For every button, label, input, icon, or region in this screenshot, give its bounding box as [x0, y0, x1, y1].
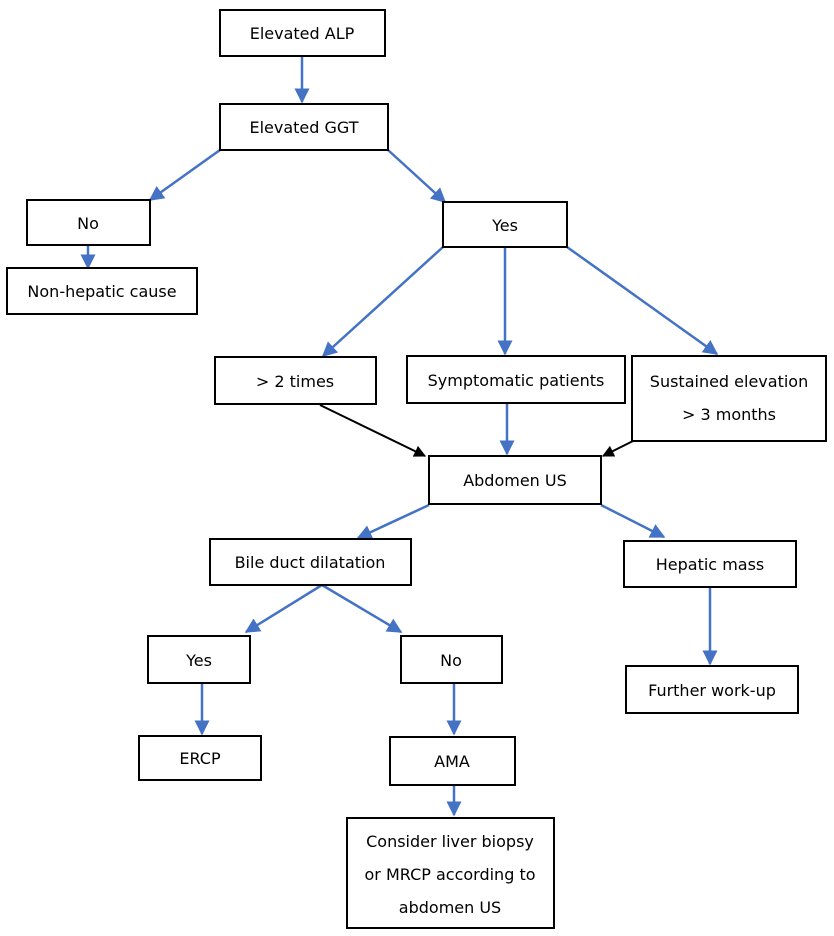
node-label-line-1: Sustained elevation	[650, 372, 808, 391]
arrow-ggt-to-no	[148, 148, 221, 202]
node-label: Elevated GGT	[249, 118, 358, 137]
node-bile-no: No	[400, 635, 503, 684]
node-label: AMA	[434, 752, 470, 771]
node-label: Elevated ALP	[250, 24, 355, 43]
node-label: Yes	[185, 651, 212, 670]
node-label: Non-hepatic cause	[27, 282, 176, 301]
node-ercp: ERCP	[138, 735, 262, 781]
node-ama: AMA	[389, 736, 516, 786]
node-label: Yes	[491, 216, 518, 235]
arrow-us-to-bileduct	[356, 503, 430, 540]
arrow-sustained-to-us	[601, 440, 634, 457]
node-ggt-no: No	[26, 199, 151, 246]
node-label: No	[77, 214, 99, 233]
node-hepatic-mass: Hepatic mass	[623, 540, 797, 588]
arrow-bileduct-to-yes	[244, 583, 323, 634]
node-label-line-3: abdomen US	[399, 898, 501, 917]
node-label: > 2 times	[256, 372, 334, 391]
arrow-2times-to-us	[319, 404, 427, 457]
arrow-ggt-to-yes	[387, 149, 447, 204]
node-gt-2-times: > 2 times	[214, 356, 377, 405]
node-label: Abdomen US	[463, 471, 567, 490]
connectors	[80, 56, 719, 817]
arrow-bileduct-to-no	[321, 583, 403, 634]
arrow-yes-to-sustained	[566, 245, 719, 356]
node-symptomatic-patients: Symptomatic patients	[406, 355, 626, 404]
node-elevated-alp: Elevated ALP	[219, 9, 386, 57]
arrow-yes-to-2times	[321, 246, 444, 358]
node-label-line-2: or MRCP according to	[364, 865, 535, 884]
node-consider-liver-biopsy: Consider liver biopsy or MRCP according …	[346, 817, 555, 929]
node-abdomen-us: Abdomen US	[428, 455, 602, 505]
node-bile-yes: Yes	[147, 635, 251, 684]
node-label: ERCP	[179, 749, 221, 768]
node-elevated-ggt: Elevated GGT	[219, 103, 389, 151]
node-bile-duct-dilatation: Bile duct dilatation	[209, 538, 412, 586]
arrow-us-to-hepaticmass	[600, 503, 666, 539]
node-ggt-yes: Yes	[442, 201, 568, 248]
node-further-work-up: Further work-up	[625, 665, 799, 714]
node-label: Symptomatic patients	[428, 371, 605, 390]
node-non-hepatic-cause: Non-hepatic cause	[6, 267, 198, 315]
node-label: Bile duct dilatation	[235, 553, 386, 572]
node-label-line-2: > 3 months	[682, 405, 776, 424]
node-label: Further work-up	[648, 681, 776, 700]
node-sustained-elevation: Sustained elevation > 3 months	[631, 355, 827, 442]
node-label: Hepatic mass	[656, 555, 765, 574]
node-label-line-1: Consider liver biopsy	[366, 832, 534, 851]
node-label: No	[440, 651, 462, 670]
